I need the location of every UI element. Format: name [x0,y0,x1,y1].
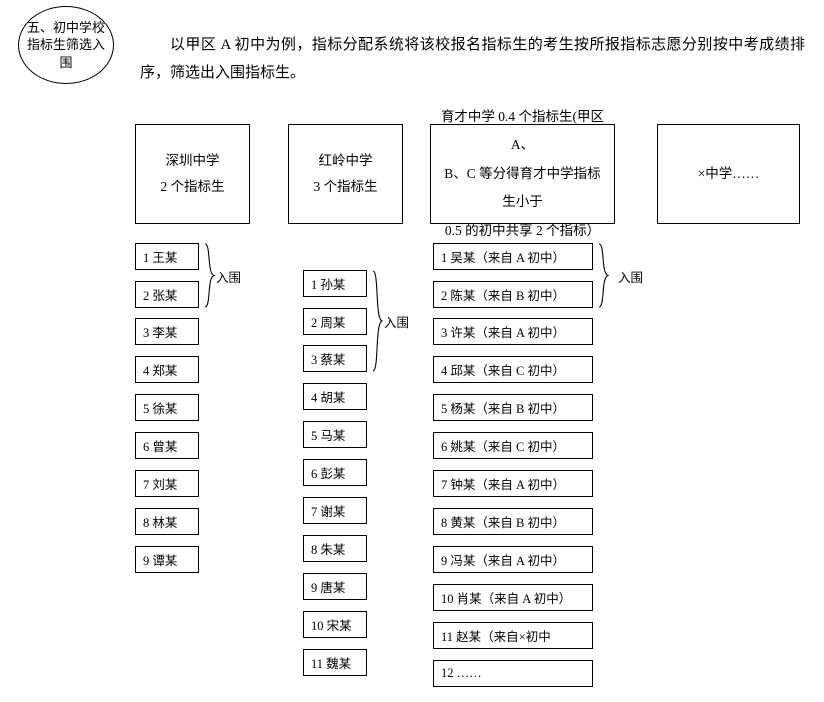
candidate-row: 5 杨某（来自 B 初中） [433,394,593,421]
candidate-row: 1 吴某（来自 A 初中） [433,243,593,270]
school-box-shenzhen: 深圳中学 2 个指标生 [135,124,250,224]
candidate-row: 6 姚某（来自 C 初中） [433,432,593,459]
candidate-row: 4 郑某 [135,356,199,383]
school-box-other: ×中学…… [657,124,800,224]
school-quota: B、C 等分得育才中学指标生小于 [444,165,601,210]
candidate-row: 5 徐某 [135,394,199,421]
candidate-row: 8 黄某（来自 B 初中） [433,508,593,535]
candidate-row: 2 周某 [303,308,367,335]
intro-paragraph: 以甲区 A 初中为例，指标分配系统将该校报名指标生的考生按所报指标志愿分别按中考… [140,37,805,81]
candidate-row: 11 赵某（来自×初中 [433,622,593,649]
candidate-row: 8 林某 [135,508,199,535]
school-quota-line3: 0.5 的初中共享 2 个指标） [444,222,601,238]
qualified-label: 入围 [384,316,410,330]
candidate-row: 7 刘某 [135,470,199,497]
qualified-brace [598,243,609,308]
section-heading-oval: 五、初中学校指标生筛选入围 [18,6,114,84]
candidate-row: 11 魏某 [303,649,367,676]
school-quota: 3 个指标生 [313,179,378,194]
candidate-row: 2 张某 [135,281,199,308]
section-heading-text: 五、初中学校指标生筛选入围 [26,20,105,70]
qualified-label: 入围 [216,270,242,285]
candidate-row: 4 胡某 [303,383,367,410]
school-name: 深圳中学 [165,153,220,169]
school-quota: 2 个指标生 [160,179,225,194]
candidate-row: 1 孙某 [303,270,367,297]
candidate-row: 10 肖某（来自 A 初中） [433,584,593,611]
school-name: 红岭中学 [318,153,373,169]
candidate-row: 5 马某 [303,421,367,448]
qualified-brace [204,243,215,308]
school-name: ×中学…… [697,166,760,182]
candidate-row: 3 蔡某 [303,345,367,372]
candidate-row: 1 王某 [135,243,199,270]
school-name: 育才中学 0.4 个指标生(甲区 A、 [440,109,605,153]
candidate-row: 2 陈某（来自 B 初中） [433,281,593,308]
candidate-row: 9 唐某 [303,573,367,600]
candidate-row: 3 许某（来自 A 初中） [433,318,593,345]
candidate-row: 7 钟某（来自 A 初中） [433,470,593,497]
candidate-row: 4 邱某（来自 C 初中） [433,356,593,383]
qualified-label: 入围 [618,270,644,285]
candidate-row: 9 冯某（来自 A 初中） [433,546,593,573]
candidate-row: 6 彭某 [303,459,367,486]
candidate-row: 8 朱某 [303,535,367,562]
candidate-row: 12 …… [433,660,593,687]
school-box-hongling: 红岭中学 3 个指标生 [288,124,403,224]
candidate-row: 9 谭某 [135,546,199,573]
qualified-brace [372,270,383,372]
candidate-row: 6 曾某 [135,432,199,459]
school-box-yucai: 育才中学 0.4 个指标生(甲区 A、 B、C 等分得育才中学指标生小于 0.5… [430,109,615,238]
candidate-row: 10 宋某 [303,611,367,638]
candidate-row: 7 谢某 [303,497,367,524]
candidate-row: 3 李某 [135,318,199,345]
